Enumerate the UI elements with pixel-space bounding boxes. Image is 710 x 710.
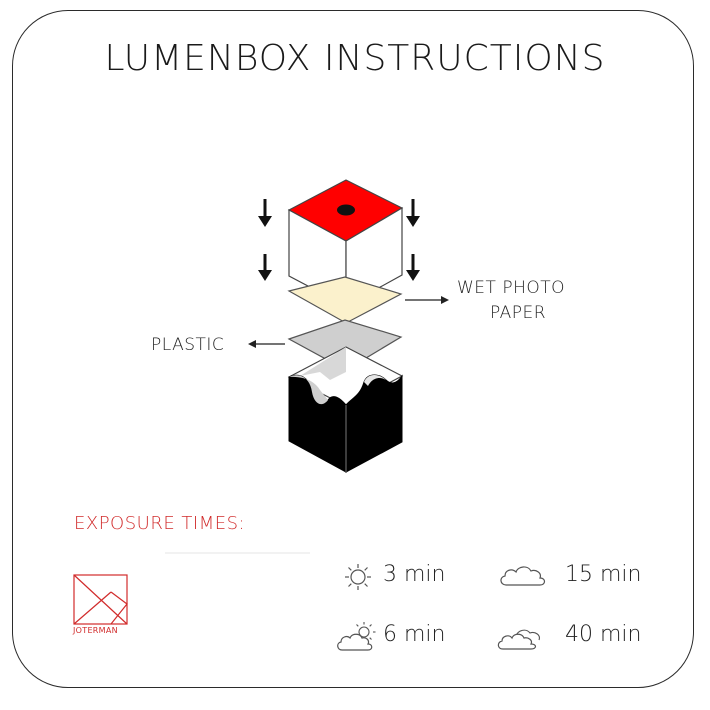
exposure-time-partly-cloudy: 6 min <box>383 622 446 647</box>
photo-paper-layer <box>287 276 403 324</box>
base-box <box>287 346 404 473</box>
sun-icon <box>345 564 371 590</box>
page-title: LUMENBOX INSTRUCTIONS <box>104 38 606 79</box>
wet-photo-paper-label-line2: PAPER <box>490 303 547 323</box>
logo-text: JOTERMAN <box>73 626 118 635</box>
exposure-heading: EXPOSURE TIMES: <box>74 513 246 534</box>
exposure-time-overcast: 40 min <box>565 622 642 647</box>
label-arrows <box>248 296 449 348</box>
overcast-cloud-icon <box>497 629 540 650</box>
instruction-card <box>12 10 694 688</box>
down-arrows <box>258 199 420 281</box>
pinhole <box>337 204 355 216</box>
cloud-icon <box>500 566 546 586</box>
joterman-logo-icon <box>73 574 128 625</box>
exposure-time-cloudy: 15 min <box>565 562 642 587</box>
sun-behind-cloud-icon <box>337 622 376 651</box>
exposure-time-sunny: 3 min <box>383 562 446 587</box>
wet-photo-paper-label-line1: WET PHOTO <box>457 278 566 298</box>
plastic-label: PLASTIC <box>151 335 225 355</box>
